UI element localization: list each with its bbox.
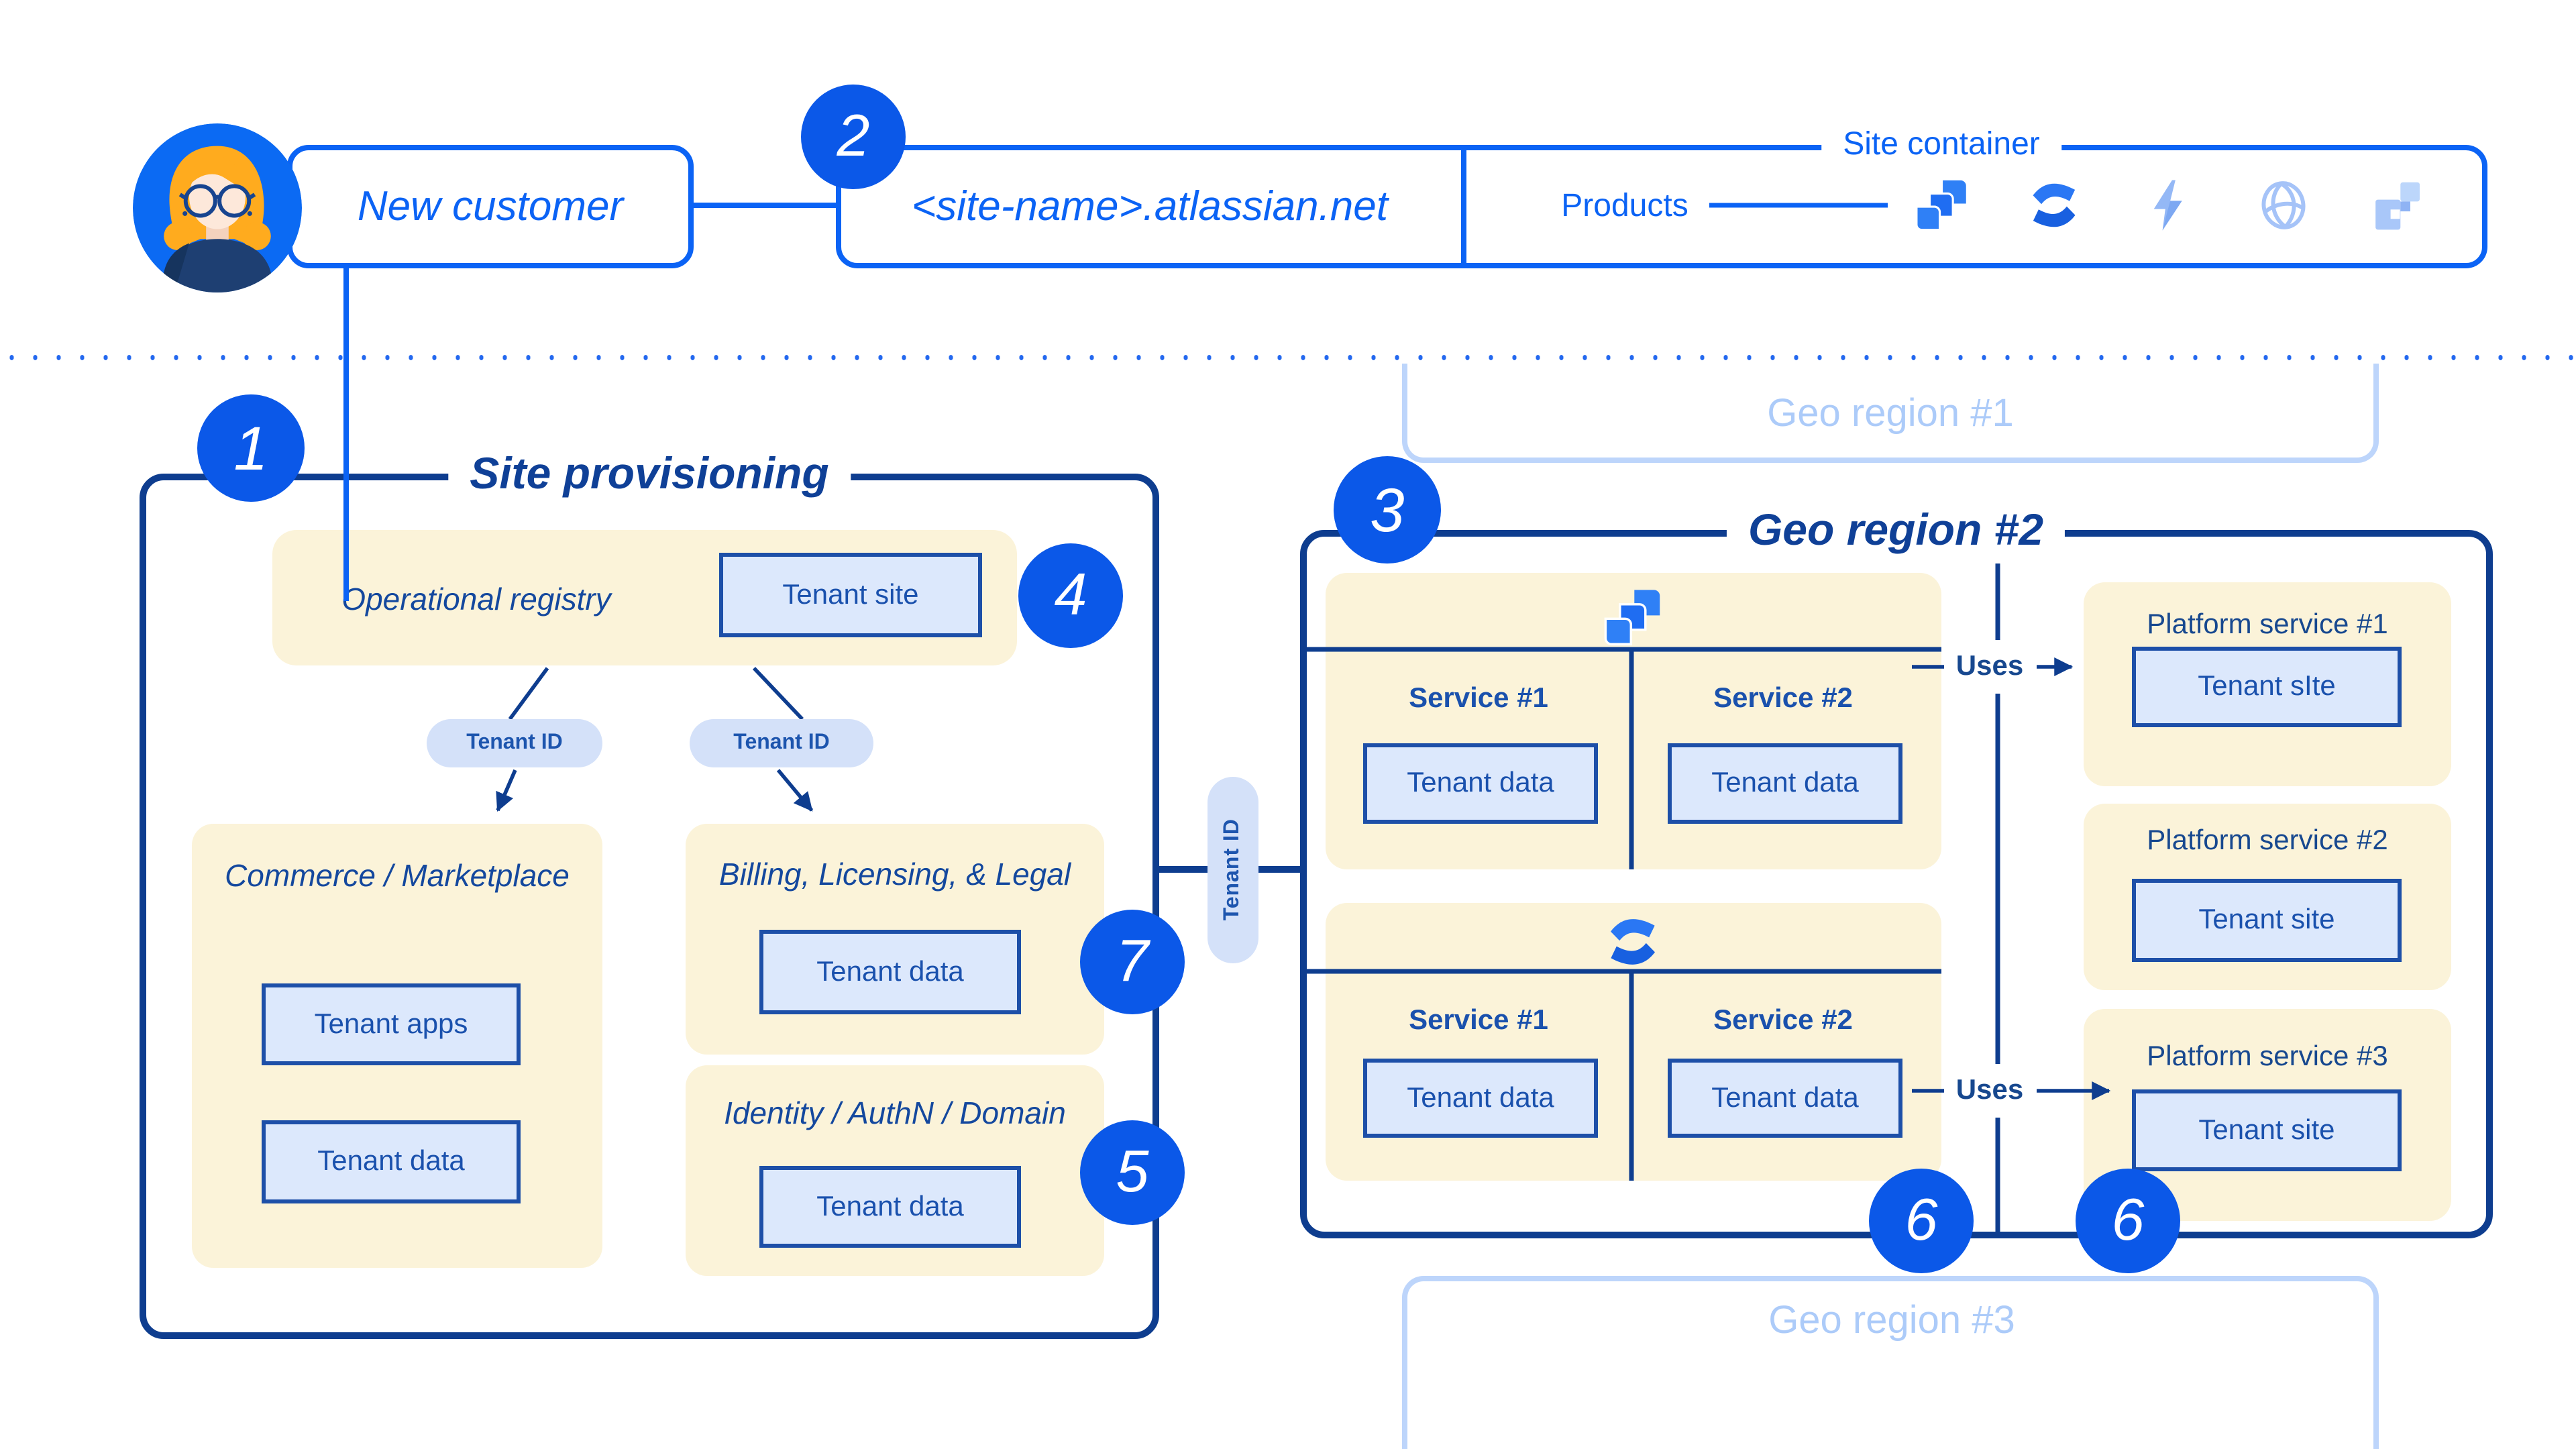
step-badge-7: 7 [1080,910,1185,1014]
tenant-id-pill-right: Tenant ID [690,719,873,767]
geo-region-2-title: Geo region #2 [1726,504,2065,555]
geo-region-1-label: Geo region #1 [1767,392,2014,435]
identity-tenant-data-box: Tenant data [759,1166,1021,1248]
operational-registry-tenant-site-box: Tenant site [719,553,982,637]
commerce-tenant-data-box: Tenant data [262,1120,521,1203]
jira-service-1-tenant-data-box: Tenant data [1363,743,1598,824]
jira-service-1-label: Service #1 [1409,683,1548,714]
step-badge-4: 4 [1018,543,1123,648]
platform-service-1-tenant-site-box: Tenant sIte [2132,647,2402,727]
products-cell: Products [1538,145,1712,268]
site-name-cell: <site-name>.atlassian.net [836,145,1464,268]
step-badge-2: 2 [801,85,906,189]
jira-service-2-label: Service #2 [1713,683,1853,714]
confluence-service-2-label: Service #2 [1713,1005,1853,1036]
globe-icon [2261,181,2306,229]
confluence-icon [2033,183,2076,227]
step-badge-3: 3 [1334,456,1441,564]
site-container-divider [1461,145,1466,268]
uses-label-bottom: Uses [1947,1075,2032,1107]
step-badge-6-left: 6 [1869,1169,1974,1273]
avatar-glasses [178,184,256,218]
site-provisioning-title: Site provisioning [448,448,851,499]
jira-service-2-tenant-data-box: Tenant data [1668,743,1902,824]
avatar-fringe [189,155,246,191]
platform-service-3-tenant-site-box: Tenant site [2132,1089,2402,1171]
step-badge-5: 5 [1080,1120,1185,1225]
geo-region-1-box [1402,364,2379,463]
dotted-separator [0,352,2576,364]
confluence-service-2-tenant-data-box: Tenant data [1668,1059,1902,1138]
pixel-squares-icon [2375,182,2420,230]
platform-service-1-title: Platform service #1 [2147,609,2388,640]
step-badge-1: 1 [197,394,305,502]
new-customer-box [287,145,694,268]
commerce-tenant-apps-box: Tenant apps [262,983,521,1065]
tenant-id-vertical-pill: Tenant ID [1208,777,1258,963]
lightning-icon [2153,180,2182,231]
confluence-icon [1611,919,1655,965]
jira-icon [1604,590,1660,645]
geo-region-3-box [1402,1276,2379,1449]
step-badge-6-right: 6 [2076,1169,2180,1273]
platform-service-2-tenant-site-box: Tenant site [2132,879,2402,962]
geo-region-3-label: Geo region #3 [1768,1299,2015,1342]
platform-service-3-title: Platform service #3 [2147,1041,2388,1072]
new-customer-label: New customer [357,182,624,229]
operational-registry-title: Operational registry [341,582,611,616]
tenant-id-vertical-label: Tenant ID [1221,818,1244,922]
identity-authn-domain-title: Identity / AuthN / Domain [724,1095,1066,1130]
uses-label-top: Uses [1947,651,2032,683]
site-container-label: Site container [1821,126,2061,164]
site-name-label: <site-name>.atlassian.net [912,182,1388,229]
site-container-box [836,145,2487,268]
confluence-service-1-label: Service #1 [1409,1005,1548,1036]
confluence-service-1-tenant-data-box: Tenant data [1363,1059,1598,1138]
tenant-id-pill-left: Tenant ID [427,719,602,767]
jira-icon [1915,180,1966,231]
customer-avatar [133,123,302,292]
products-label: Products [1561,188,1688,224]
platform-service-2-title: Platform service #2 [2147,825,2388,856]
billing-licensing-legal-title: Billing, Licensing, & Legal [718,857,1071,892]
commerce-marketplace-title: Commerce / Marketplace [225,858,570,893]
avatar-shirt [164,239,271,292]
new-customer-label-wrap: New customer [287,145,694,268]
billing-tenant-data-box: Tenant data [759,930,1021,1014]
